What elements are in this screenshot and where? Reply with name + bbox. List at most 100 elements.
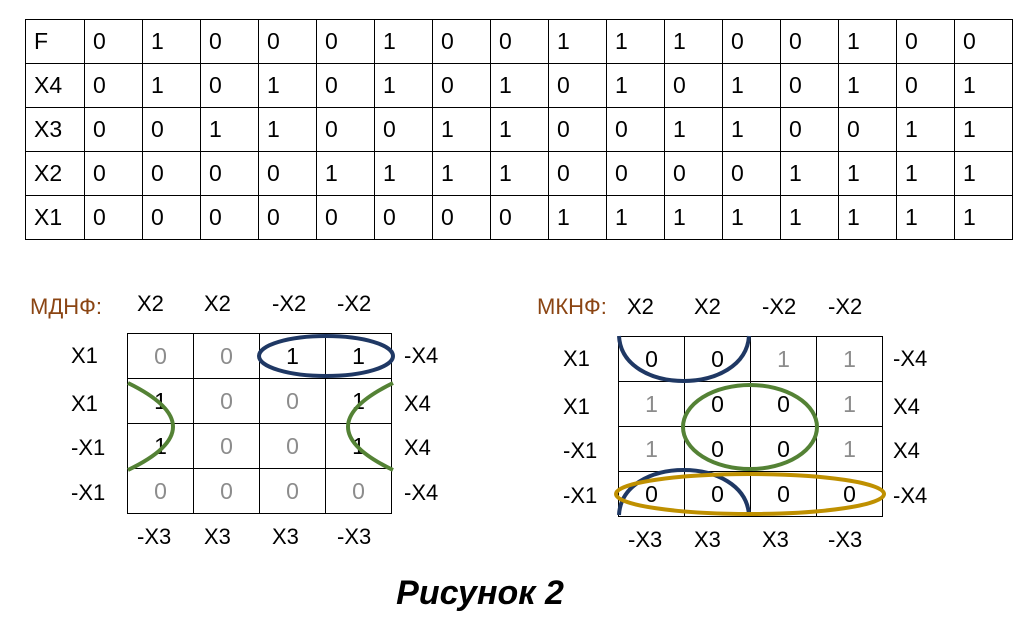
right-row-label: X1 — [563, 394, 590, 419]
right-top-label: -X2 — [762, 294, 797, 319]
table-cell: 0 — [722, 19, 781, 64]
right-top-label: X2 — [694, 294, 721, 319]
left-bottom-label: X3 — [272, 524, 299, 549]
mdnf-title: МДНФ: — [30, 294, 102, 319]
table-cell: 1 — [664, 195, 723, 240]
kmap-cell: 1 — [816, 381, 883, 427]
kmap-cell: 0 — [325, 468, 392, 514]
kmap-cell: 0 — [259, 468, 326, 514]
table-cell: 1 — [258, 107, 317, 152]
left-right-label: X4 — [404, 391, 431, 416]
table-cell: 0 — [142, 195, 201, 240]
table-cell: 1 — [316, 151, 375, 196]
table-cell: 1 — [664, 107, 723, 152]
table-cell: 0 — [258, 195, 317, 240]
kmap-cell: 1 — [127, 423, 194, 469]
table-cell: 0 — [606, 151, 665, 196]
table-cell: 0 — [84, 107, 143, 152]
kmap-cell: 1 — [750, 336, 817, 382]
table-cell: 0 — [780, 19, 839, 64]
kmap-cell: 0 — [750, 426, 817, 472]
table-cell: 1 — [142, 19, 201, 64]
left-bottom-label: -X3 — [137, 524, 172, 549]
table-cell: 1 — [896, 107, 955, 152]
table-cell: 0 — [838, 107, 897, 152]
left-top-label: X2 — [137, 291, 164, 316]
kmap-cell: 0 — [684, 471, 751, 517]
table-cell: 1 — [838, 63, 897, 108]
table-cell: 1 — [200, 107, 259, 152]
table-cell: 0 — [316, 63, 375, 108]
right-right-label: X4 — [893, 438, 920, 463]
table-cell: 0 — [490, 195, 549, 240]
table-cell: 0 — [432, 195, 491, 240]
kmap-cell: 0 — [816, 471, 883, 517]
kmap-cell: 0 — [618, 336, 685, 382]
table-cell: 1 — [954, 195, 1013, 240]
table-cell: 0 — [548, 107, 607, 152]
table-cell: 1 — [780, 195, 839, 240]
table-cell: 0 — [84, 19, 143, 64]
table-cell: 0 — [780, 63, 839, 108]
table-cell: 1 — [606, 19, 665, 64]
table-cell: 1 — [838, 195, 897, 240]
table-cell: 1 — [606, 195, 665, 240]
table-cell: 0 — [548, 151, 607, 196]
left-bottom-label: -X3 — [337, 524, 372, 549]
table-cell: 0 — [200, 19, 259, 64]
table-cell: 1 — [664, 19, 723, 64]
kmap-cell: 0 — [193, 423, 260, 469]
left-row-label: -X1 — [71, 480, 106, 505]
table-cell: 1 — [490, 63, 549, 108]
kmap-cell: 1 — [325, 333, 392, 379]
table-cell: 0 — [548, 63, 607, 108]
right-bottom-label: X3 — [762, 527, 789, 552]
table-cell: 0 — [142, 151, 201, 196]
right-row-label: -X1 — [563, 438, 598, 463]
table-cell: 1 — [780, 151, 839, 196]
table-cell: 0 — [200, 195, 259, 240]
table-cell: 0 — [780, 107, 839, 152]
kmap-cell: 0 — [750, 381, 817, 427]
left-right-label: X4 — [404, 435, 431, 460]
table-cell: 0 — [664, 63, 723, 108]
table-cell: 1 — [722, 195, 781, 240]
table-cell: 1 — [374, 151, 433, 196]
table-cell: 0 — [896, 19, 955, 64]
left-right-label: -X4 — [404, 343, 439, 368]
row-label: F — [25, 19, 85, 64]
table-cell: 1 — [954, 107, 1013, 152]
right-bottom-label: -X3 — [628, 527, 663, 552]
table-cell: 0 — [200, 151, 259, 196]
figure-caption: Рисунок 2 — [396, 574, 564, 612]
right-right-label: X4 — [893, 394, 920, 419]
table-cell: 0 — [664, 151, 723, 196]
kmap-cell: 0 — [259, 378, 326, 424]
table-cell: 1 — [896, 151, 955, 196]
left-row-label: X1 — [71, 343, 98, 368]
right-top-label: -X2 — [828, 294, 863, 319]
table-cell: 1 — [258, 63, 317, 108]
table-cell: 0 — [432, 19, 491, 64]
table-cell: 1 — [838, 151, 897, 196]
row-label: X2 — [25, 151, 85, 196]
right-right-label: -X4 — [893, 346, 928, 371]
kmap-cell: 0 — [193, 468, 260, 514]
kmap-cell: 0 — [684, 381, 751, 427]
kmap-cell: 1 — [618, 426, 685, 472]
row-label: X1 — [25, 195, 85, 240]
table-cell: 1 — [954, 151, 1013, 196]
kmap-cell: 1 — [127, 378, 194, 424]
kmap-cell: 0 — [684, 336, 751, 382]
left-row-label: -X1 — [71, 435, 106, 460]
